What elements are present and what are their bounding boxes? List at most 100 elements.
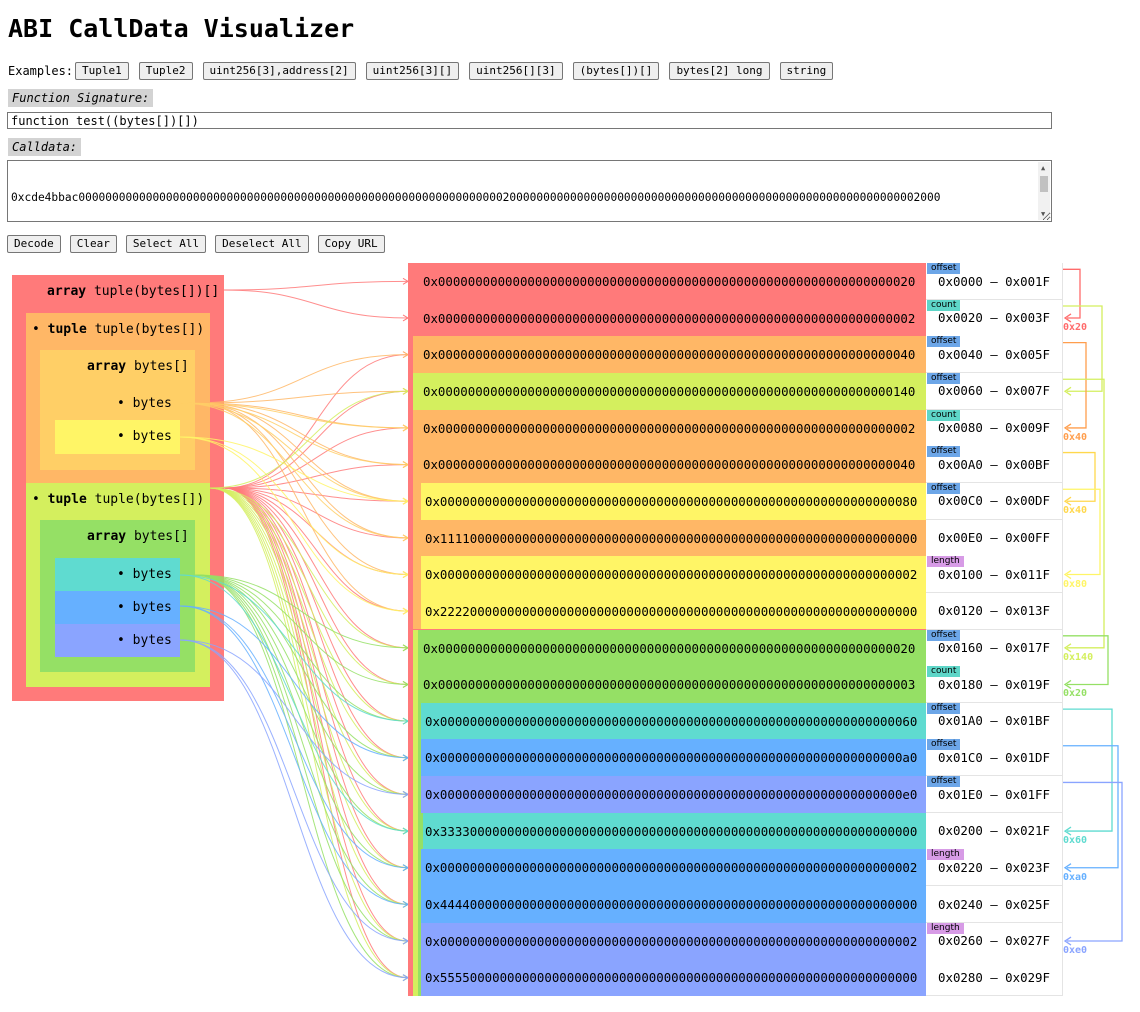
- row-byte-range: 0x00A0 — 0x00BF: [926, 446, 1063, 484]
- row-color-band: [421, 482, 926, 520]
- pointer-arrow: [1063, 488, 1101, 576]
- row-tag-length: length: [927, 849, 964, 861]
- example-button-uint256-3-dyn[interactable]: uint256[3][]: [365, 62, 460, 80]
- row-hex-value: 0x00000000000000000000000000000000000000…: [423, 420, 916, 436]
- connector-curve: [179, 639, 409, 979]
- tree-type: bytes[]: [133, 359, 189, 374]
- connector-curve: [223, 487, 409, 612]
- row-tag-offset: offset: [927, 739, 961, 751]
- pointer-arrowhead: [1063, 496, 1072, 506]
- row-color-band: [421, 739, 926, 777]
- row-hex-value: 0x00000000000000000000000000000000000000…: [423, 457, 916, 473]
- connector-curve: [223, 487, 409, 869]
- tree-node-bytes-2-3[interactable]: • bytes: [55, 624, 180, 657]
- row-hex-value: 0x00000000000000000000000000000000000000…: [423, 677, 916, 693]
- connector-curve: [209, 487, 409, 832]
- connector-curve: [179, 639, 409, 795]
- connector-curve: [194, 402, 409, 576]
- tree-node-bytes-2-2[interactable]: • bytes: [55, 591, 180, 624]
- pointer-offset-label: 0x20: [1063, 688, 1088, 700]
- row-color-band: [421, 776, 926, 813]
- row-hex-value: 0x44440000000000000000000000000000000000…: [425, 897, 918, 913]
- decode-button[interactable]: Decode: [7, 235, 61, 253]
- deselect-all-button[interactable]: Deselect All: [215, 235, 309, 253]
- select-all-button[interactable]: Select All: [125, 235, 207, 253]
- example-button-uint256-dyn-3[interactable]: uint256[][3]: [469, 62, 563, 80]
- row-byte-range: 0x0280 — 0x029F: [926, 959, 1063, 997]
- row-color-band: [423, 519, 926, 557]
- clear-button[interactable]: Clear: [69, 235, 117, 253]
- pointer-arrow: [1063, 745, 1119, 869]
- row-hex-value: 0x00000000000000000000000000000000000000…: [423, 383, 916, 399]
- pointer-arrow: [1063, 268, 1081, 319]
- row-tag-count: count: [927, 409, 961, 421]
- example-button-tuple1[interactable]: Tuple1: [75, 62, 129, 80]
- connector-curve: [179, 639, 409, 942]
- pointer-arrow: [1063, 305, 1103, 392]
- example-button-bytes-tuple-array[interactable]: (bytes[])[]: [572, 62, 660, 80]
- connector-curve: [179, 574, 409, 832]
- row-tag-offset: offset: [927, 263, 961, 274]
- connector-curve: [179, 605, 409, 869]
- tree-node-bytes-2-1[interactable]: • bytes: [55, 558, 180, 591]
- tree-node-bytes-1-1[interactable]: • bytes: [55, 387, 180, 420]
- connector-curve: [194, 574, 409, 905]
- connector-curve: [179, 402, 409, 502]
- connector-curve: [179, 605, 409, 905]
- row-tag-offset: offset: [927, 446, 961, 458]
- pointer-offset-label: 0xe0: [1063, 945, 1088, 957]
- example-button-string[interactable]: string: [779, 62, 834, 80]
- connector-curve: [194, 574, 409, 722]
- row-tag-count: count: [927, 666, 961, 678]
- row-tag-offset: offset: [927, 702, 961, 714]
- example-button-tuple2[interactable]: Tuple2: [138, 62, 193, 80]
- function-signature-input[interactable]: [7, 112, 1052, 129]
- connector-curve: [223, 487, 409, 502]
- calldata-label: Calldata:: [8, 138, 82, 156]
- connector-curve: [194, 574, 409, 649]
- connector-curve: [209, 487, 409, 759]
- connector-curve: [179, 436, 409, 612]
- calldata-line: 0xcde4bbac000000000000000000000000000000…: [11, 190, 941, 204]
- example-button-bytes2-long[interactable]: bytes[2] long: [669, 62, 770, 80]
- connector-curve: [194, 574, 409, 979]
- tree-type: bytes: [132, 396, 172, 411]
- connector-curve: [223, 487, 409, 979]
- row-tag-offset: offset: [927, 336, 961, 348]
- pointer-arrowhead: [1063, 386, 1072, 396]
- scroll-up-icon[interactable]: ▲: [1041, 164, 1046, 172]
- connector-curve: [194, 574, 409, 832]
- row-hex-value: 0x00000000000000000000000000000000000000…: [425, 750, 918, 766]
- row-tag-length: length: [927, 556, 964, 568]
- pointer-offset-label: 0xa0: [1063, 871, 1088, 883]
- pointer-offset-label: 0x20: [1063, 321, 1088, 333]
- row-byte-range: 0x0240 — 0x025F: [926, 886, 1063, 924]
- calldata-textarea[interactable]: 0xcde4bbac000000000000000000000000000000…: [7, 160, 1052, 222]
- tree-node-bytes-1-2[interactable]: • bytes: [55, 420, 180, 454]
- copy-url-button[interactable]: Copy URL: [317, 235, 385, 253]
- connector-curve: [194, 574, 409, 759]
- row-tag-offset: offset: [927, 482, 961, 494]
- pointer-arrowhead: [1063, 679, 1072, 690]
- row-color-band: [421, 702, 926, 740]
- tree-kind: tuple: [47, 322, 87, 337]
- connector-curve: [194, 574, 409, 685]
- pointer-arrowhead: [1063, 826, 1072, 836]
- connector-curve: [223, 354, 409, 489]
- connector-curve: [223, 289, 409, 319]
- pointer-offset-label: 0x140: [1063, 651, 1094, 663]
- example-button-uint256-address[interactable]: uint256[3],address[2]: [202, 62, 356, 80]
- connector-curve: [223, 487, 409, 759]
- connector-curve: [179, 605, 409, 759]
- row-color-band: [423, 812, 926, 850]
- row-byte-range: 0x0200 — 0x021F: [926, 812, 1063, 850]
- connector-curve: [223, 487, 409, 649]
- row-hex-value: 0x00000000000000000000000000000000000000…: [425, 933, 918, 949]
- scrollbar-thumb[interactable]: [1040, 176, 1048, 192]
- connector-curve: [209, 487, 409, 979]
- connector-curve: [194, 402, 409, 502]
- row-hex-value: 0x00000000000000000000000000000000000000…: [425, 493, 918, 509]
- connector-curve: [179, 402, 409, 466]
- row-byte-range: 0x0000 — 0x001F: [926, 263, 1063, 300]
- row-hex-value: 0x11110000000000000000000000000000000000…: [425, 530, 918, 546]
